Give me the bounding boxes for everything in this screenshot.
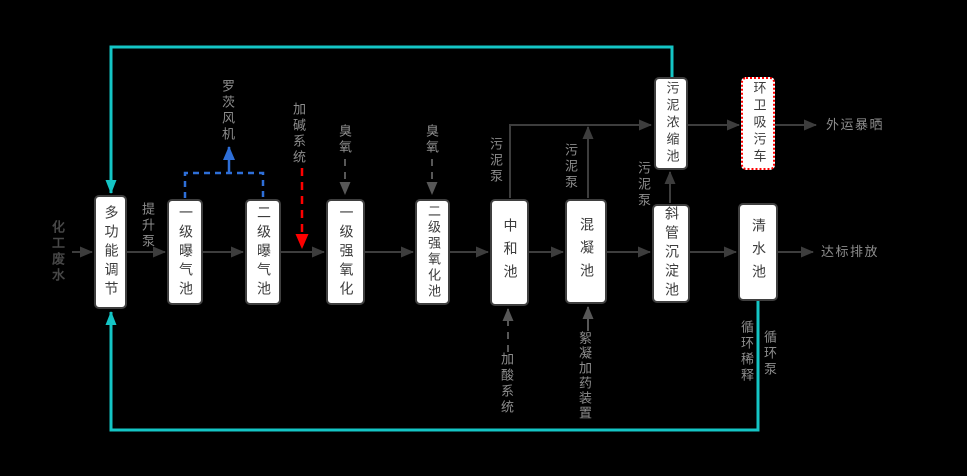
recirculation-lines [105, 45, 760, 432]
node-coagulation-tank: 混凝池 [565, 199, 607, 304]
node-oxidation-tank-2-label: 二级强氧化池 [425, 204, 440, 300]
node-sedimentation-tank-label: 斜管沉淀池 [663, 206, 679, 301]
supernatant-return-line [105, 45, 674, 194]
node-neutralization-tank: 中和池 [490, 199, 529, 306]
node-aeration-tank-1-label: 一级曝气池 [177, 204, 193, 300]
label-lift-pump: 提升泵 [139, 202, 154, 250]
label-influent: 化工废水 [49, 220, 64, 284]
node-regulating-tank-label: 多功能调节 [102, 204, 119, 300]
label-ozone-1: 臭氧 [336, 124, 351, 156]
sludge-line-neutralization-to-thickening [509, 119, 652, 198]
node-oxidation-tank-2: 二级强氧化池 [415, 199, 450, 305]
node-oxidation-tank-1-label: 一级强氧化 [337, 204, 354, 300]
label-compliant-discharge: 达标排放 [821, 245, 880, 260]
label-alkali-dosing: 加碱系统 [290, 102, 305, 166]
node-oxidation-tank-1: 一级强氧化 [326, 199, 365, 305]
clearwater-recirculation-line [105, 300, 760, 432]
node-aeration-tank-2: 二级曝气池 [245, 199, 281, 305]
node-sedimentation-tank: 斜管沉淀池 [652, 204, 690, 303]
label-sludge-pump-1: 污泥泵 [487, 137, 502, 185]
node-sludge-thickening-tank-label: 污泥浓缩池 [663, 81, 679, 166]
sludge-lines [509, 119, 817, 203]
node-clear-water-tank: 清水池 [738, 203, 778, 301]
node-regulating-tank: 多功能调节 [94, 195, 127, 309]
node-clear-water-tank-label: 清水池 [750, 217, 766, 287]
label-acid-dosing: 加酸系统 [498, 352, 513, 416]
label-roots-blower: 罗茨风机 [219, 79, 234, 143]
node-suction-truck: 环卫吸污车 [741, 77, 775, 170]
label-sludge-pump-3: 污泥泵 [635, 161, 650, 209]
air-dashed-manifold [183, 171, 265, 198]
label-circulation-dilution: 循环稀释 [738, 320, 753, 384]
air-supply-lines [183, 146, 265, 198]
label-ozone-2: 臭氧 [423, 124, 438, 156]
node-sludge-thickening-tank: 污泥浓缩池 [654, 77, 688, 170]
dosing-arrows [339, 159, 594, 352]
node-aeration-tank-1: 一级曝气池 [167, 199, 203, 305]
label-sludge-pump-2: 污泥泵 [562, 143, 577, 191]
label-flocculant-dosing: 絮凝加药装置 [576, 331, 591, 421]
node-suction-truck-label: 环卫吸污车 [750, 81, 766, 166]
node-coagulation-tank-label: 混凝池 [578, 217, 594, 286]
node-neutralization-tank-label: 中和池 [501, 218, 518, 287]
label-circulation-pump: 循环泵 [761, 330, 776, 378]
node-aeration-tank-2-label: 二级曝气池 [255, 204, 271, 300]
label-outbound-drying: 外运暴晒 [826, 118, 885, 133]
